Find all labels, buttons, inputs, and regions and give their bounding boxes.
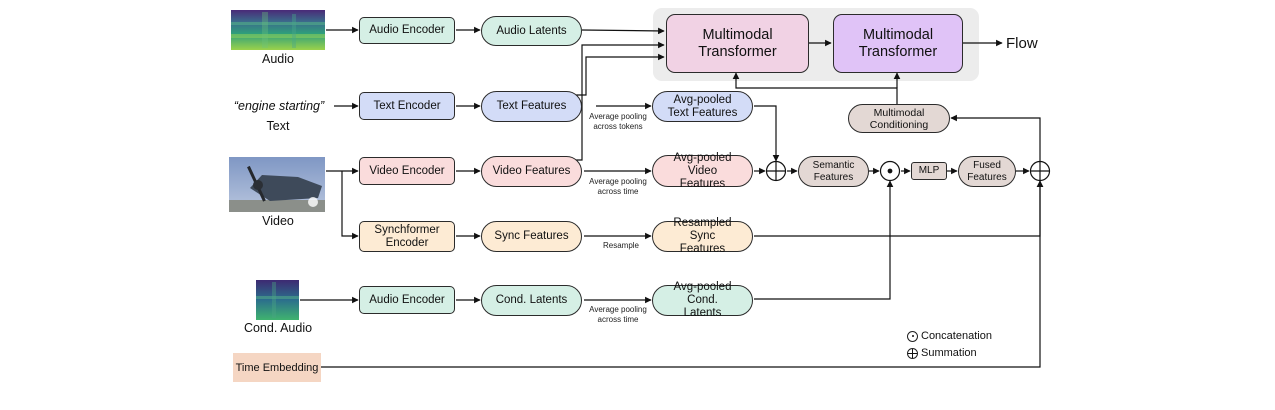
cond-audio-label: Cond. Audio — [243, 321, 313, 335]
avg-pooled-cond-latents: Avg-pooled Cond. Latents — [652, 281, 753, 319]
annotation-resample: Resample — [602, 241, 639, 250]
annotation-cond-pooling: Average pooling across time — [589, 305, 647, 324]
arrow-video-features-to-transformer — [574, 41, 665, 161]
time-embedding-box: Time Embedding — [233, 353, 321, 382]
video-frame-image — [229, 157, 325, 212]
legend-summation-label: Summation — [921, 347, 977, 359]
multimodal-transformer-2: Multimodal Transformer — [833, 14, 963, 73]
audio-latents: Audio Latents — [481, 16, 582, 46]
semantic-features: Semantic Features — [798, 156, 869, 187]
cond-latents: Cond. Latents — [481, 285, 582, 316]
annotation-text-pooling: Average pooling across tokens — [589, 112, 647, 131]
summation-icon — [907, 347, 918, 359]
audio-encoder: Audio Encoder — [359, 17, 455, 44]
arrow-pooled-text-to-sum — [754, 105, 780, 162]
multimodal-transformer-1: Multimodal Transformer — [666, 14, 809, 73]
cond-audio-spectrogram-image — [256, 280, 299, 320]
sum-circle-final — [1029, 160, 1051, 182]
sync-features: Sync Features — [481, 221, 582, 252]
audio-spectrogram-image — [231, 10, 325, 50]
arrow-conditioning-to-transformers — [732, 72, 898, 104]
arrow-resampled-to-sum — [754, 180, 1044, 237]
arrow-video-to-sync-encoder — [341, 171, 359, 240]
text-encoder: Text Encoder — [359, 92, 455, 120]
video-label: Video — [262, 214, 294, 228]
text-quote-label: “engine starting” — [233, 99, 325, 113]
text-label: Text — [266, 119, 290, 133]
cond-audio-encoder: Audio Encoder — [359, 286, 455, 314]
concat-circle — [879, 160, 901, 182]
multimodal-conditioning: Multimodal Conditioning — [848, 104, 950, 133]
sum-circle-semantic — [765, 160, 787, 182]
legend-concatenation: Concatenation — [907, 330, 992, 342]
arrow-time-to-sum — [321, 180, 1044, 368]
resampled-sync-features: Resampled Sync Features — [652, 217, 753, 255]
avg-pooled-text-features: Avg-pooled Text Features — [652, 91, 753, 122]
arrow-sum-to-conditioning — [950, 114, 1041, 161]
mlp-block: MLP — [911, 162, 947, 180]
legend-summation: Summation — [907, 347, 977, 359]
video-features: Video Features — [481, 156, 582, 187]
synchformer-encoder: Synchformer Encoder — [359, 221, 455, 252]
audio-label: Audio — [262, 52, 294, 66]
text-features: Text Features — [481, 91, 582, 122]
flow-output-label: Flow — [1006, 35, 1038, 52]
arrow-text-features-to-transformer — [576, 53, 665, 96]
arrow-cond-pooled-to-concat — [754, 180, 894, 300]
concatenation-icon — [907, 330, 918, 342]
fused-features: Fused Features — [958, 156, 1016, 187]
video-encoder: Video Encoder — [359, 157, 455, 185]
legend-concatenation-label: Concatenation — [921, 330, 992, 342]
avg-pooled-video-features: Avg-pooled Video Features — [652, 152, 753, 190]
arrow-audio-latents-to-transformer — [581, 27, 665, 35]
annotation-video-pooling: Average pooling across time — [589, 177, 647, 196]
